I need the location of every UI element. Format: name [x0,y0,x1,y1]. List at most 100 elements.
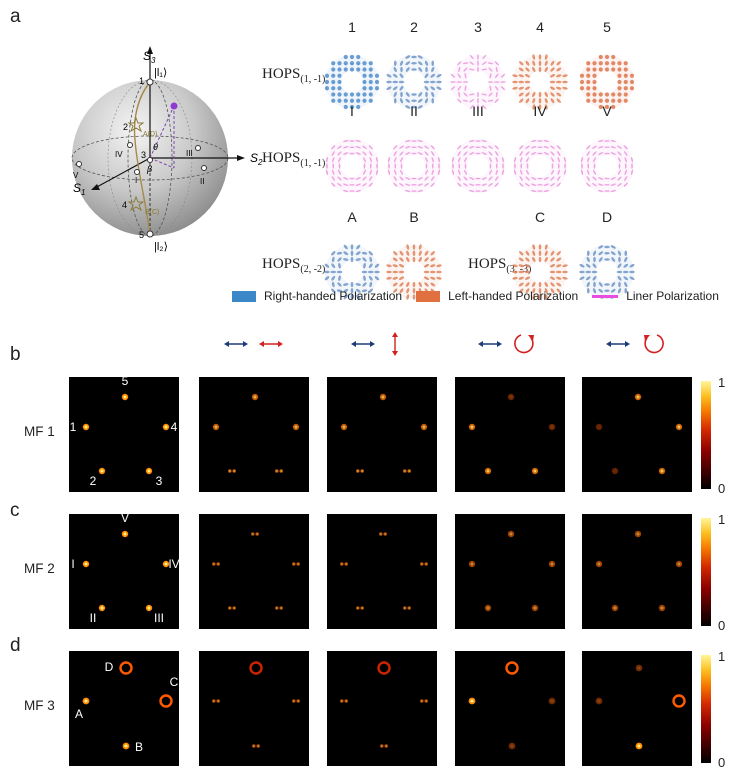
point-I [134,169,140,175]
colorbar-max: 1 [718,649,726,664]
svg-text:II: II [200,177,204,186]
legend-swatch-left [416,290,441,302]
legend-swatch-linear [592,294,619,298]
hops-row-label: HOPS(2, -2) [262,256,326,275]
poincare-sphere-diagram: S3 S2 S1 |l₁⟩ |l₂⟩ 1 2 3 4 5 I II III IV… [71,46,263,253]
intensity-tile [455,377,565,492]
svg-text:IV: IV [168,557,179,571]
hops-ring [579,54,635,110]
s3-label: S3 [143,49,156,65]
legend-right: Right-handed Polarization [264,289,403,303]
hops-ring [451,139,505,193]
svg-text:2: 2 [123,122,128,132]
svg-text:4: 4 [171,420,178,434]
vertical-arrow-icon [392,332,398,356]
intensity-tile [327,651,437,766]
point-IV [127,142,133,148]
svg-text:4: 4 [122,200,127,210]
svg-text:III: III [154,611,164,625]
svg-text:θ: θ [153,142,158,152]
axis-s1 [94,157,151,189]
panel-label-b: b [10,344,21,365]
intensity-tile [327,514,437,629]
ring-label: 4 [536,19,544,35]
colorbar-max: 1 [718,375,726,390]
legend: Right-handed Polarization Left-handed Po… [232,289,719,303]
ring-label: A [347,209,357,225]
star-A-D [127,116,145,133]
hops-ring [387,139,441,193]
horizontal-arrow-icon [224,341,248,347]
horizontal-arrow-icon [259,341,283,347]
hops-ring [324,54,380,110]
svg-text:I: I [71,557,74,571]
colorbar-min: 0 [718,755,726,770]
svg-text:C: C [170,675,179,689]
svg-text:1: 1 [139,76,144,86]
colorbar-min: 0 [718,618,726,633]
svg-text:B: B [135,740,143,754]
intensity-tile [199,377,309,492]
hops-ring [513,139,567,193]
intensity-tile [455,514,565,629]
ring-label: 2 [410,19,418,35]
svg-text:5: 5 [139,230,144,240]
point-V [76,161,82,167]
ring-label: 3 [474,19,482,35]
horizontal-arrow-icon [478,341,502,347]
intensity-tile [582,514,692,629]
svg-text:IV: IV [115,150,123,159]
hops-row-label: HOPS(1, -1) [262,150,326,169]
svg-text:5: 5 [122,377,129,388]
colorbar [701,518,711,626]
hops-ring [580,139,634,193]
colorbar [701,655,711,763]
ring-label: I [350,103,354,119]
colorbar [701,381,711,489]
intensity-tile [455,651,565,766]
svg-text:III: III [186,149,193,158]
state-point [170,102,178,110]
ring-label: II [410,103,418,119]
horizontal-arrow-icon [351,341,375,347]
svg-text:A: A [75,707,83,721]
hops-ring [512,54,568,110]
hops-ring [325,139,379,193]
panel-label-c: c [10,500,20,521]
svg-text:I: I [135,176,137,185]
svg-text:1: 1 [70,420,77,434]
hops-ring [450,54,506,110]
ring-label: III [472,103,484,119]
ring-label: C [534,209,546,225]
intensity-tile [582,651,692,766]
hops-ring [386,244,442,300]
panel-label-d: d [10,635,21,656]
svg-text:B(C): B(C) [145,209,159,216]
hops-row-label: HOPS(1, -1) [262,66,326,85]
svg-text:V: V [73,171,79,180]
colorbar-max: 1 [718,512,726,527]
ket-top: |l₁⟩ [154,67,167,79]
star-B-C [127,195,145,212]
hops-ring [386,55,442,109]
ring-label: 5 [603,19,611,35]
circular-ccw-arrow-icon [644,334,664,354]
ring-label: IV [533,103,547,119]
svg-text:A(D): A(D) [143,131,157,138]
row-label: MF 1 [24,424,55,439]
svg-text:II: II [90,611,97,625]
ring-label: V [602,103,612,119]
svg-text:β: β [146,164,152,174]
intensity-tile [199,514,309,629]
row-label: MF 3 [24,698,55,713]
horizontal-arrow-icon [606,341,630,347]
svg-text:3: 3 [141,150,146,160]
point-III [195,145,201,151]
svg-text:V: V [121,514,129,525]
point-II [201,165,207,171]
intensity-tile [582,377,692,492]
svg-text:2: 2 [90,474,97,488]
